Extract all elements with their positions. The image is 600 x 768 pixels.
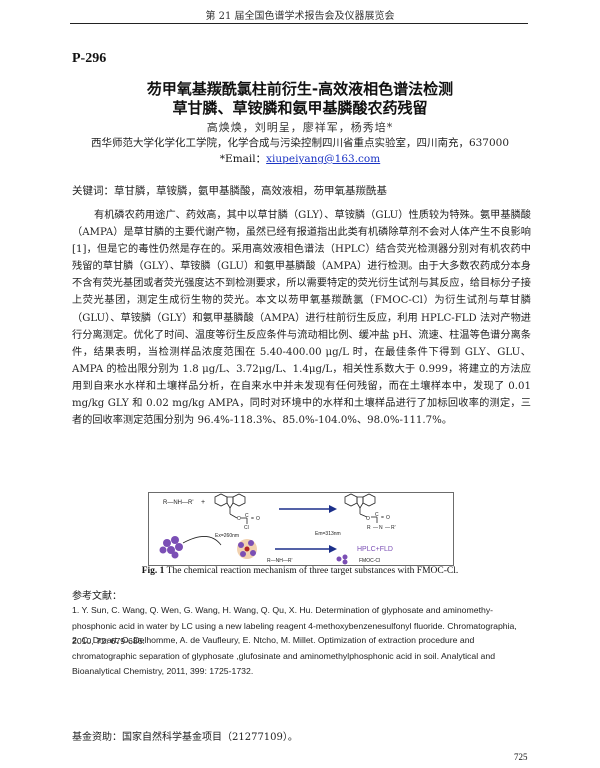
bottom-fmoc-label: FMOC-Cl: [359, 558, 380, 564]
reagent-cluster: [159, 536, 183, 559]
excitation-label: Ex=260nm: [215, 533, 239, 539]
email-line: *Email：xiupeiyang@163.com: [0, 151, 600, 166]
running-header: 第 21 届全国色谱学术报告会及仪器展览会: [205, 11, 395, 22]
curved-arrow: [182, 536, 222, 546]
prod-atom-n: N: [379, 525, 383, 531]
prod-atom-r: R: [367, 525, 371, 531]
reaction-diagram: R—NH—R' + O C = O Cl O: [159, 493, 396, 565]
prod-atom-o-2: O: [386, 515, 390, 521]
references-heading: 参考文献：: [72, 591, 122, 602]
figure-caption-text: The chemical reaction mechanism of three…: [164, 566, 459, 576]
plus-sign: +: [201, 499, 205, 506]
bottom-fmoc-dots: [336, 554, 348, 565]
atom-o-1: O: [237, 516, 241, 522]
fmoc-cl-structure: [214, 493, 248, 524]
email-label: *Email：: [219, 153, 267, 165]
product-structure: [344, 493, 378, 523]
bond-eq-1: =: [251, 516, 254, 522]
reaction-arrowhead-mid: [329, 545, 337, 553]
prod-atom-r2: R': [391, 525, 396, 531]
reference-item: 1. Y. Sun, C. Wang, Q. Wen, G. Wang, H. …: [72, 605, 517, 646]
prod-bond: —: [373, 525, 378, 531]
prod-atom-o: O: [366, 516, 370, 522]
atom-c-1: C: [245, 513, 249, 519]
reaction-arrowhead-top: [329, 505, 337, 513]
abstract: 有机磷农药用途广、药效高，其中以草甘膦（GLY）、草铵膦（GLU）性质较为特殊。…: [72, 210, 531, 427]
derivative-cluster: [237, 539, 257, 559]
reactant-amine: R—NH—R': [163, 500, 193, 506]
keywords: 关键词：草甘膦，草铵膦，氨甲基膦酸，高效液相，芴甲氧基羰酰基: [72, 185, 387, 197]
prod-atom-c: C: [375, 512, 379, 518]
figure-caption: Fig. 1 The chemical reaction mechanism o…: [0, 566, 600, 576]
prod-bond-eq: =: [381, 515, 384, 521]
header-rule: [70, 23, 528, 24]
affiliation: 西华师范大学化学化工学院，化学合成与污染控制四川省重点实验室，四川南充，6370…: [90, 137, 510, 149]
email-link[interactable]: xiupeiyang@163.com: [266, 153, 381, 165]
prod-bond-2: —: [385, 525, 390, 531]
emission-label: Em=313nm: [315, 531, 341, 537]
reaction-figure: R—NH—R' + O C = O Cl O: [148, 492, 454, 566]
funding-note: 基金资助：国家自然科学基金项目（21277109）。: [72, 732, 298, 743]
bottom-amine: R—NH—R': [267, 558, 292, 564]
hplc-fld-label: HPLC+FLD: [357, 546, 393, 553]
atom-o-2: O: [256, 516, 260, 522]
paper-code: P-296: [72, 51, 107, 66]
title-line-2: 草甘膦、草铵膦和氨甲基膦酸农药残留: [172, 99, 428, 117]
figure-caption-label: Fig. 1: [141, 566, 165, 576]
page-number: 725: [514, 752, 528, 762]
reference-item: 2. C. Druart, O. Delhomme, A. de Vaufleu…: [72, 635, 496, 676]
atom-cl: Cl: [244, 525, 249, 531]
title-line-1: 芴甲氧基羰酰氯柱前衍生-高效液相色谱法检测: [146, 80, 454, 98]
authors: 高焕焕，刘明呈，廖祥军，杨秀培*: [206, 121, 394, 134]
